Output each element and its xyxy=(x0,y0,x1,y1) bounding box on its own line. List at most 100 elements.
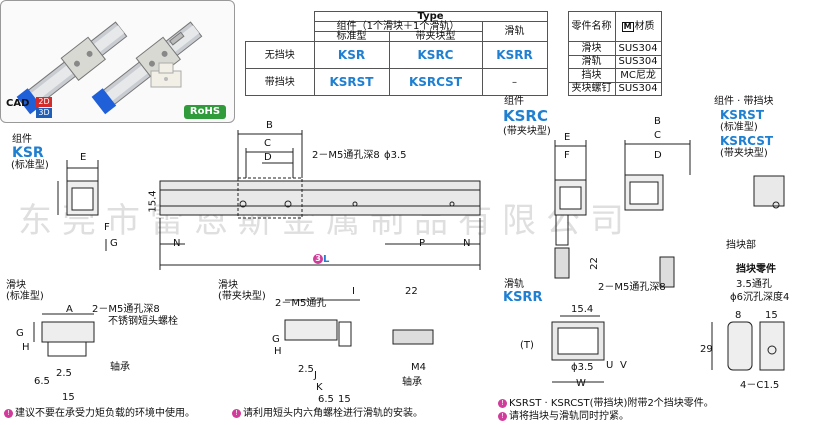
dim-22: 22 xyxy=(588,257,600,270)
dim-I: I xyxy=(352,286,355,297)
dim-clamp-G: G xyxy=(272,334,280,345)
dim-U: U xyxy=(606,360,614,371)
dim-15b: 15 xyxy=(338,394,351,405)
ksrc-group-label: 组件 xyxy=(504,96,524,107)
part-material: SUS304 xyxy=(614,81,662,96)
stopper-hole-label: 3.5通孔 xyxy=(736,279,772,290)
dim-C: C xyxy=(264,138,271,149)
ksr-group-label: 组件 xyxy=(12,134,32,145)
dim-ksrc-F: F xyxy=(564,150,570,161)
dim-A: A xyxy=(66,304,73,315)
dim-2-5b: 2.5 xyxy=(298,364,314,375)
dim-N2: N xyxy=(463,238,471,249)
length-L-label: L xyxy=(323,254,330,265)
product-photo-panel: CAD 2D 3D RoHS xyxy=(0,0,235,123)
code-ksrst[interactable]: KSRST xyxy=(313,68,390,96)
ksrcst-type: (带夹块型) xyxy=(720,148,768,159)
product-photo xyxy=(16,21,203,115)
dim-ksrc-E: E xyxy=(564,132,571,143)
note-3-text: KSRST · KSRCST(带挡块)附带2个挡块零件。 xyxy=(509,398,714,409)
slider-std-label: 滑块 xyxy=(6,280,26,291)
note-icon: ! xyxy=(498,411,507,421)
dim-ksrst-B: B xyxy=(654,116,661,127)
dim-T: (T) xyxy=(520,340,534,351)
code-ksr[interactable]: KSR xyxy=(313,41,390,69)
ksrcst-code[interactable]: KSRCST xyxy=(720,134,774,148)
dim-D: D xyxy=(264,152,272,163)
dim-B: B xyxy=(266,120,273,131)
code-ksrc[interactable]: KSRC xyxy=(388,41,483,69)
clamp-bearing-callout: 轴承 xyxy=(402,377,422,388)
dim-29: 29 xyxy=(700,344,713,355)
ksrc-code[interactable]: KSRC xyxy=(503,107,548,125)
note-2: !请利用短头内六角螺栓进行滑轨的安装。 xyxy=(232,408,423,419)
note-1-text: 建议不要在承受力矩负载的环境中使用。 xyxy=(15,408,195,419)
rohs-badge: RoHS xyxy=(184,105,226,119)
stopper-area-label: 挡块部 xyxy=(726,240,756,251)
ksrr-code[interactable]: KSRR xyxy=(503,290,543,305)
dim-ksrst-C: C xyxy=(654,130,661,141)
slider-clamp-type: (带夹块型) xyxy=(218,291,266,302)
dim-W: W xyxy=(576,378,586,389)
ksr-code[interactable]: KSR xyxy=(12,145,44,161)
material-icon: M xyxy=(621,21,634,32)
ksrc-type: (带夹块型) xyxy=(503,126,551,137)
part-material: SUS304 xyxy=(614,41,662,56)
m5-hole-callout: 2－M5通孔深8 xyxy=(312,150,380,161)
note-2-text: 请利用短头内六角螺栓进行滑轨的安装。 xyxy=(243,408,423,419)
note-4: !请将挡块与滑轨同时拧紧。 xyxy=(498,411,629,422)
clamp-m5-callout: 2－M5通孔 xyxy=(275,298,327,309)
stopper-group-label: 组件 · 带挡块 xyxy=(714,96,774,107)
dim-6-5: 6.5 xyxy=(34,376,50,387)
dim-E: E xyxy=(80,152,87,163)
length-L-number: 3 xyxy=(313,254,323,264)
slider-m5-callout: 2－M5通孔深8 xyxy=(92,304,160,315)
dim-F: F xyxy=(104,222,110,233)
stopper-part-label: 挡块零件 xyxy=(736,264,776,275)
stopper-chamfer-label: 4－C1.5 xyxy=(740,380,780,391)
ksrst-code[interactable]: KSRST xyxy=(720,108,765,122)
dim-8: 8 xyxy=(735,310,742,321)
dim-N: N xyxy=(173,238,181,249)
dim-V: V xyxy=(620,360,627,371)
cad-label: CAD xyxy=(6,98,30,109)
dim-15-4b: 15.4 xyxy=(571,304,594,315)
code-rail-none: – xyxy=(481,68,548,96)
dim-6-5b: 6.5 xyxy=(318,394,334,405)
dim-15-4: 15.4 xyxy=(147,190,159,213)
ksr-type: (标准型) xyxy=(11,160,49,171)
rail-phi35-callout: ϕ3.5 xyxy=(571,362,594,373)
note-icon: ! xyxy=(232,408,241,418)
dim-J: J xyxy=(314,370,317,381)
note-icon: ! xyxy=(4,408,13,418)
phi35-callout: ϕ3.5 xyxy=(384,150,407,161)
cad-3d-badge[interactable]: 3D xyxy=(36,108,52,118)
stopper-counterbore-label: ϕ6沉孔深度4 xyxy=(730,292,790,303)
note-4-text: 请将挡块与滑轨同时拧紧。 xyxy=(509,411,629,422)
note-3: !KSRST · KSRCST(带挡块)附带2个挡块零件。 xyxy=(498,398,714,409)
cad-2d-badge[interactable]: 2D xyxy=(36,97,52,107)
code-ksrcst[interactable]: KSRCST xyxy=(388,68,483,96)
row-label-with-stopper: 带挡块 xyxy=(245,68,315,96)
rail-label: 滑轨 xyxy=(504,279,524,290)
dim-G: G xyxy=(110,238,118,249)
dim-ksrst-D: D xyxy=(654,150,662,161)
note-1: !建议不要在承受力矩负载的环境中使用。 xyxy=(4,408,195,419)
part-name: 夹块螺钉 xyxy=(567,81,616,96)
dim-clamp-H: H xyxy=(274,346,282,357)
ksrst-m5-callout: 2－M5通孔深8 xyxy=(598,282,666,293)
dim-K: K xyxy=(316,382,323,393)
dim-slider-H: H xyxy=(22,342,30,353)
dim-slider-G: G xyxy=(16,328,24,339)
dim-2-5: 2.5 xyxy=(56,368,72,379)
dim-22b: 22 xyxy=(405,286,418,297)
rail-header: 滑轨 xyxy=(481,21,548,42)
ksrst-type: (标准型) xyxy=(720,122,758,133)
dim-P: P xyxy=(419,238,426,249)
note-icon: ! xyxy=(498,398,507,408)
slider-std-type: (标准型) xyxy=(6,291,44,302)
